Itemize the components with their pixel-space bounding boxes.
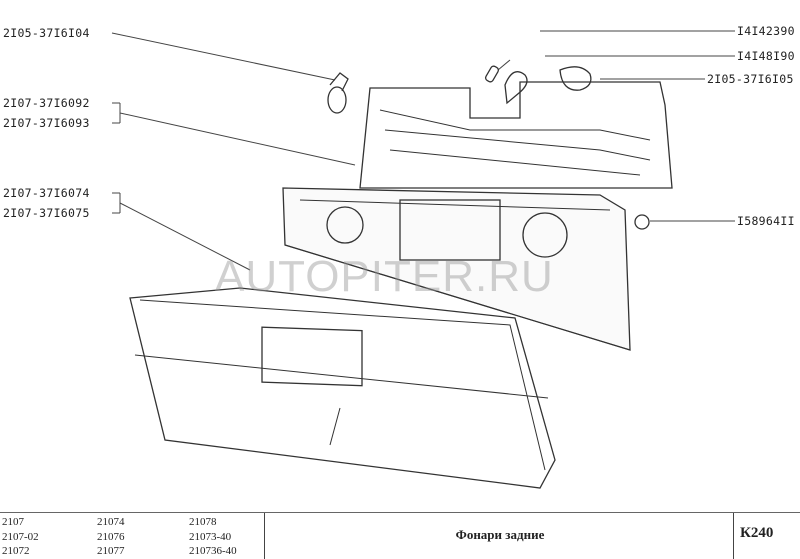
page-code: К240 (740, 525, 774, 541)
callout-label: 2I07-37I6075 (3, 206, 90, 220)
callout-label: 2I07-37I6074 (3, 186, 90, 200)
callout-label: 2I05-37I6I05 (707, 72, 794, 86)
callout-label: 2I07-37I6092 (3, 96, 90, 110)
callout-label: I58964II (737, 214, 795, 228)
divider (733, 513, 734, 559)
callout-label: 2I05-37I6I04 (3, 26, 90, 40)
model: 21072 (2, 545, 30, 557)
tail-light-lens-part (129, 287, 556, 489)
watermark: AUTOPITER.RU (215, 252, 554, 301)
tail-light-exploded-diagram (111, 30, 735, 489)
reflector-housing-part (282, 187, 631, 351)
model: 21076 (97, 530, 125, 543)
callout-label: 2I07-37I6093 (3, 116, 90, 130)
model: 2107-02 (2, 530, 39, 543)
circuit-board-part (359, 81, 673, 189)
title-block: 2107 21074 21078 2107-02 21076 21073-40 … (0, 512, 800, 559)
divider (264, 513, 265, 559)
bulbs (484, 65, 592, 105)
callout-label: I4I48I90 (737, 49, 795, 63)
model-list: 2107 21074 21078 2107-02 21076 21073-40 … (2, 515, 269, 559)
model: 21078 (189, 516, 217, 528)
bulb-socket-part (327, 72, 349, 114)
nut-part (634, 214, 650, 230)
page-title: Фонари задние (455, 527, 545, 542)
callout-label: I4I42390 (737, 24, 795, 38)
model: 21074 (97, 516, 125, 528)
model: 2107 (2, 516, 24, 528)
model: 21073-40 (189, 530, 232, 543)
model: 210736-40 (189, 545, 237, 557)
model: 21077 (97, 545, 125, 557)
leader-lines (111, 30, 735, 271)
